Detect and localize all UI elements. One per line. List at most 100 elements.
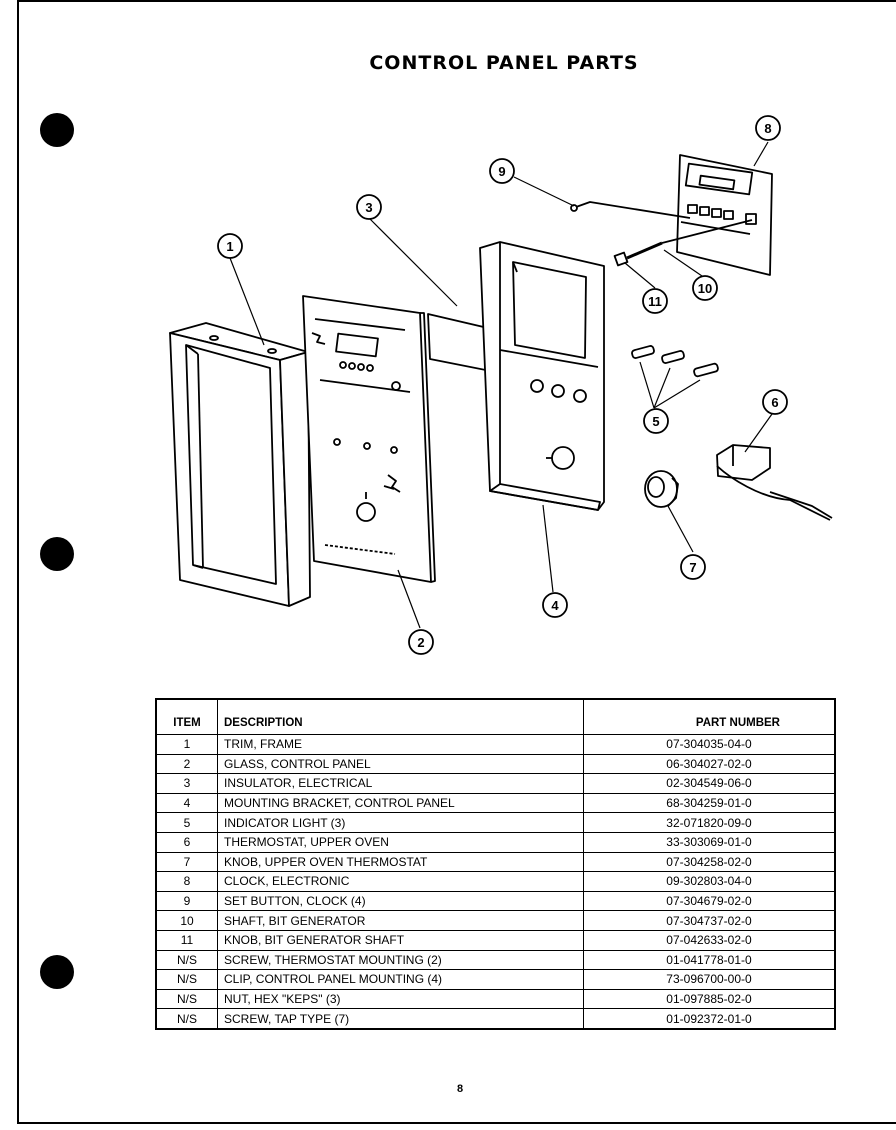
set-button-drawing	[570, 201, 691, 219]
callout-6	[762, 389, 788, 415]
binder-hole-top	[40, 113, 74, 147]
item-cell: N/S	[155, 1008, 218, 1030]
description-cell: CLOCK, ELECTRONIC	[217, 871, 584, 892]
page-border-left	[17, 0, 19, 1124]
part-number-cell: 02-304549-06-0	[583, 773, 836, 794]
exploded-parts-diagram: 1 2 3 4 5 6 7 8 9 10 11	[169, 115, 833, 655]
item-cell: 3	[155, 773, 218, 794]
callout-label-10: 10	[698, 281, 712, 296]
part-number-cell: 01-041778-01-0	[583, 949, 836, 971]
callout-circles	[217, 115, 788, 655]
item-cell: N/S	[155, 969, 218, 990]
header-item: ITEM	[155, 698, 218, 735]
item-cell: 7	[155, 851, 218, 873]
page-number: 8	[456, 1083, 464, 1095]
part-number-cell: 68-304259-01-0	[583, 792, 836, 814]
description-cell: SET BUTTON, CLOCK (4)	[217, 890, 584, 912]
callout-label-9: 9	[498, 164, 505, 179]
part-number-cell: 32-071820-09-0	[583, 812, 836, 833]
clock-board-drawing	[676, 154, 773, 276]
header-description: DESCRIPTION	[217, 698, 584, 735]
part-number-cell: 07-042633-02-0	[583, 929, 836, 951]
page-border-top	[18, 0, 896, 2]
callout-label-3: 3	[365, 200, 372, 215]
item-cell: 5	[155, 812, 218, 833]
callout-2	[408, 629, 434, 655]
callout-label-6: 6	[771, 395, 778, 410]
callout-8	[755, 115, 781, 141]
callout-11	[642, 288, 668, 314]
callout-9	[489, 158, 515, 184]
part-number-cell: 09-302803-04-0	[583, 871, 836, 892]
callout-label-5: 5	[652, 414, 659, 429]
trim-frame-drawing	[169, 322, 311, 607]
description-cell: THERMOSTAT, UPPER OVEN	[217, 831, 584, 853]
description-cell: INDICATOR LIGHT (3)	[217, 812, 584, 833]
callout-7	[680, 554, 706, 580]
description-cell: GLASS, CONTROL PANEL	[217, 753, 584, 775]
description-cell: INSULATOR, ELECTRICAL	[217, 773, 584, 794]
item-cell: 4	[155, 792, 218, 814]
description-cell: CLIP, CONTROL PANEL MOUNTING (4)	[217, 969, 584, 990]
callout-label-2: 2	[417, 635, 424, 650]
description-cell: NUT, HEX "KEPS" (3)	[217, 988, 584, 1010]
part-number-cell: 07-304258-02-0	[583, 851, 836, 873]
part-number-cell: 07-304737-02-0	[583, 910, 836, 931]
part-number-cell: 07-304035-04-0	[583, 734, 836, 755]
page-title: CONTROL PANEL PARTS	[369, 52, 639, 74]
callout-label-1: 1	[226, 239, 233, 254]
part-number-cell: 06-304027-02-0	[583, 753, 836, 775]
callout-5	[643, 408, 669, 434]
part-number-cell: 73-096700-00-0	[583, 969, 836, 990]
description-cell: KNOB, UPPER OVEN THERMOSTAT	[217, 851, 584, 873]
binder-hole-bottom	[40, 955, 74, 989]
item-cell: 8	[155, 871, 218, 892]
part-number-cell: 07-304679-02-0	[583, 890, 836, 912]
parts-table-header-row: ITEM DESCRIPTION PART NUMBER	[155, 698, 836, 735]
thermostat-knob-drawing	[644, 470, 679, 508]
leader-lines	[229, 141, 773, 629]
item-cell: 2	[155, 753, 218, 775]
thermostat-drawing	[716, 444, 833, 521]
indicator-lights-drawing	[631, 345, 719, 378]
item-cell: N/S	[155, 949, 218, 971]
callout-label-7: 7	[689, 560, 696, 575]
binder-hole-middle	[40, 537, 74, 571]
header-part-number: PART NUMBER	[583, 698, 836, 735]
callout-label-8: 8	[764, 121, 771, 136]
callout-10	[692, 275, 718, 301]
part-number-cell: 33-303069-01-0	[583, 831, 836, 853]
description-cell: KNOB, BIT GENERATOR SHAFT	[217, 929, 584, 951]
description-cell: SHAFT, BIT GENERATOR	[217, 910, 584, 931]
description-cell: SCREW, THERMOSTAT MOUNTING (2)	[217, 949, 584, 971]
description-cell: MOUNTING BRACKET, CONTROL PANEL	[217, 792, 584, 814]
callout-label-11: 11	[648, 294, 662, 309]
page-border-bottom	[18, 1122, 896, 1124]
description-cell: TRIM, FRAME	[217, 734, 584, 755]
shaft-knob-drawing	[613, 219, 753, 267]
description-cell: SCREW, TAP TYPE (7)	[217, 1008, 584, 1030]
callout-3	[356, 194, 382, 220]
part-number-cell: 01-092372-01-0	[583, 1008, 836, 1030]
item-cell: 11	[155, 929, 218, 951]
item-cell: 1	[155, 734, 218, 755]
item-cell: 6	[155, 831, 218, 853]
item-cell: N/S	[155, 988, 218, 1010]
